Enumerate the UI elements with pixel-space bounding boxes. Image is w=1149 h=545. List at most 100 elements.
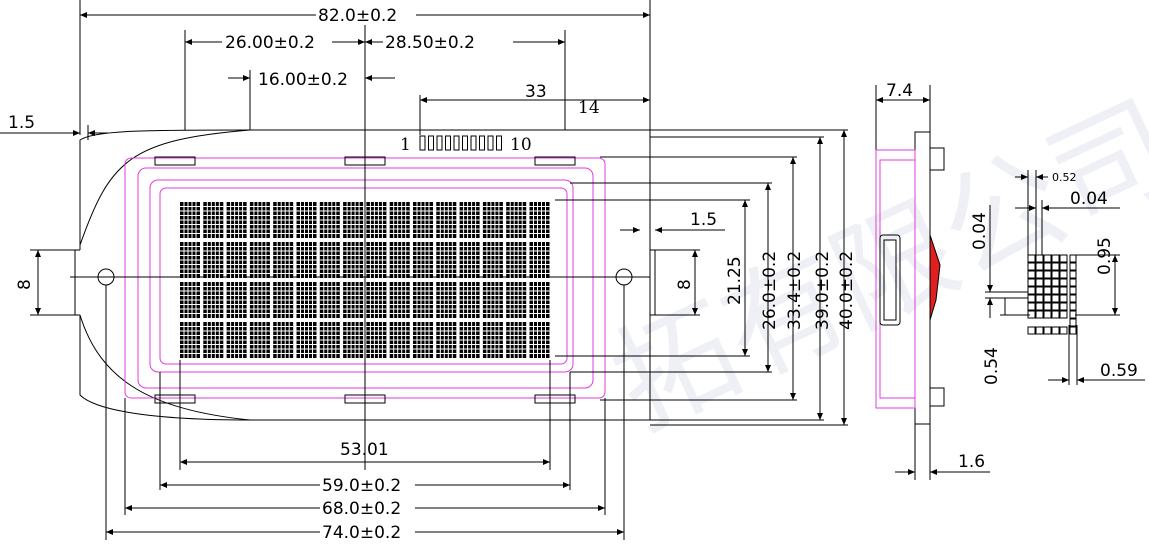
matrix-dot: [1035, 254, 1044, 263]
connector-pin: [445, 135, 451, 151]
matrix-dot: [1035, 270, 1044, 279]
char-cell: [296, 242, 317, 278]
char-cell: [296, 282, 317, 318]
watermark: 拓有限公司: [594, 77, 1149, 457]
char-cell: [249, 322, 270, 358]
char-cell: [319, 242, 340, 278]
left-offset-label: 26.00±0.2: [225, 33, 315, 53]
next-column-dot: [1069, 326, 1077, 335]
char-cell: [529, 322, 550, 358]
char-width-label: 0.59: [1100, 361, 1138, 381]
dot-gap-label: 0.04: [1070, 189, 1108, 209]
matrix-dot: [1043, 270, 1052, 279]
matrix-dot: [1051, 310, 1060, 319]
matrix-dot: [1035, 294, 1044, 303]
char-cell: [343, 202, 364, 238]
char-cell: [506, 242, 527, 278]
pin-last-label: 10: [510, 135, 532, 155]
char-cell: [482, 322, 503, 358]
connector-pin: [419, 135, 426, 151]
bottom-dimensions: 53.01 59.0±0.2 68.0±0.2 74.0±0.2: [105, 285, 625, 543]
char-cell: [180, 202, 200, 238]
char-cell: [413, 282, 433, 318]
thickness-label: 7.4: [886, 81, 913, 101]
connector-pin: [479, 135, 485, 151]
char-cell: [180, 282, 200, 318]
matrix-dot: [1059, 278, 1068, 287]
backlight-led: [929, 234, 941, 321]
pin-to-edge-label: 14: [578, 98, 600, 118]
matrix-dot: [1051, 302, 1060, 311]
matrix-dot: [1059, 262, 1068, 271]
matrix-dot: [1043, 294, 1052, 303]
pcb-thickness-label: 1.6: [958, 452, 985, 472]
matrix-dot: [1027, 302, 1036, 311]
matrix-dot: [1059, 310, 1068, 319]
matrix-dot: [1027, 254, 1036, 263]
matrix-dot: [1059, 254, 1068, 263]
pcb-height-label: 39.0±0.2: [813, 251, 833, 330]
char-cell: [389, 282, 410, 318]
matrix-dot: [1043, 262, 1052, 271]
module-height-label: 40.0±0.2: [837, 251, 857, 330]
dot-detail: 0.52 0.04 0.95 0.04 0.54 0.59: [970, 170, 1145, 385]
char-cell: [389, 322, 410, 358]
char-cell: [436, 242, 457, 278]
matrix-dot: [1043, 286, 1052, 295]
matrix-dot: [1043, 278, 1052, 287]
hole-dimensions: 8 8 1.5: [15, 210, 725, 316]
char-cell: [249, 282, 270, 318]
char-cell: [249, 242, 270, 278]
connector-pin: [470, 135, 477, 151]
char-cell: [226, 322, 247, 358]
char-cell: [249, 202, 270, 238]
matrix-dot: [1043, 302, 1052, 311]
char-cell: [273, 202, 294, 238]
matrix-dot: [1035, 286, 1044, 295]
connector-pin: [487, 135, 494, 151]
right-offset-label: 28.50±0.2: [385, 33, 475, 53]
matrix-dot: [1051, 278, 1060, 287]
char-cell: [273, 282, 294, 318]
char-cell: [529, 282, 550, 318]
char-cell: [296, 202, 317, 238]
front-view: 1 10: [70, 25, 656, 470]
matrix-dot: [1027, 294, 1036, 303]
dot-size-label: 0.52: [1052, 171, 1077, 184]
matrix-dot: [1051, 270, 1060, 279]
char-cell: [366, 242, 387, 278]
cursor-dot: [1059, 326, 1068, 335]
bezel-width-label: 68.0±0.2: [322, 499, 401, 519]
char-cell: [413, 322, 433, 358]
next-column-dot: [1069, 286, 1077, 295]
matrix-dot: [1043, 310, 1052, 319]
matrix-dot: [1035, 310, 1044, 319]
char-cell: [366, 202, 387, 238]
char-cell: [482, 282, 503, 318]
dot-height-label: 0.54: [982, 347, 1002, 385]
matrix-dot: [1027, 262, 1036, 271]
char-cell: [366, 282, 387, 318]
char-cell: [319, 322, 340, 358]
char-cell: [319, 202, 340, 238]
char-cell: [319, 282, 340, 318]
cursor-dot: [1043, 326, 1052, 335]
char-cell: [180, 242, 200, 278]
cursor-dot: [1027, 326, 1036, 335]
char-cell: [482, 202, 503, 238]
char-cell: [273, 242, 294, 278]
next-column-dot: [1069, 254, 1077, 263]
dot-gap-v-label: 0.04: [970, 212, 990, 250]
char-cell: [506, 202, 527, 238]
mount-hole-right-label: 8: [675, 279, 695, 290]
char-cell: [203, 242, 224, 278]
cursor-dot: [1035, 326, 1044, 335]
hole-spacing-label: 74.0±0.2: [322, 523, 401, 543]
overall-width-label: 82.0±0.2: [318, 6, 397, 26]
char-cell: [226, 202, 247, 238]
matrix-dot: [1035, 278, 1044, 287]
inner-offset-label: 16.00±0.2: [258, 70, 348, 90]
matrix-dot: [1035, 262, 1044, 271]
char-area-height-label: 21.25: [725, 256, 745, 305]
char-cell: [413, 242, 433, 278]
